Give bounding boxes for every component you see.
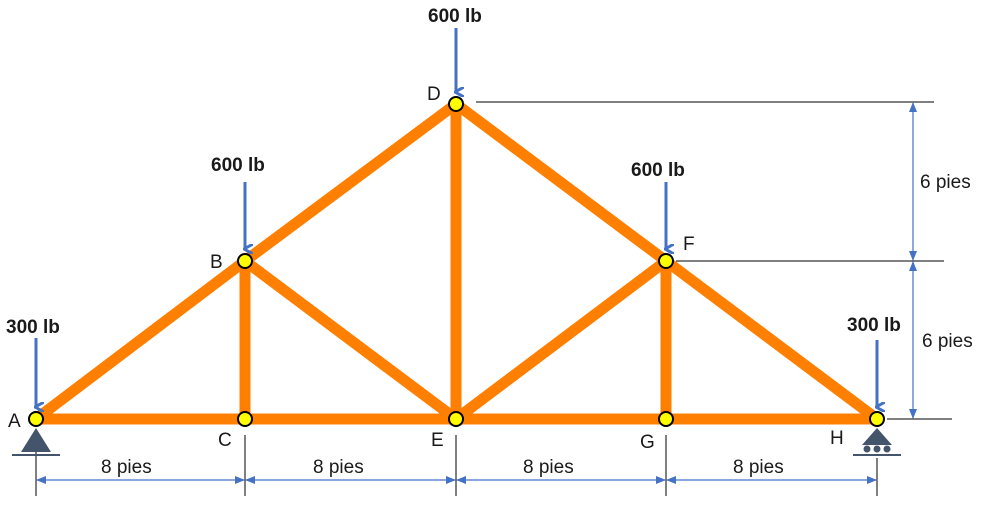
node-label-g: G [640,432,655,453]
roller-wheel [863,445,871,453]
joint-h [869,411,885,427]
reference-lines [35,101,952,496]
truss-joints [28,96,885,427]
truss-members [30,98,883,425]
dimension-arrows [36,102,917,484]
node-label-a: A [8,411,21,432]
joint-f [658,253,674,269]
dim-label-height-upper: 6 pies [920,172,971,193]
node-label-c: C [218,430,232,451]
node-label-e: E [431,430,444,451]
roller-support [853,428,901,456]
dim-label-span-3: 8 pies [523,457,574,478]
node-label-h: H [830,428,844,449]
node-label-b: B [210,252,223,273]
dimension-labels: 8 pies 8 pies 8 pies 8 pies 6 pies 6 pie… [101,172,973,478]
load-label-a: 300 lb [6,317,60,338]
dim-label-height-lower: 6 pies [922,331,973,352]
member-be [239,255,462,425]
roller-wheel [883,445,891,453]
load-label-h: 300 lb [847,315,901,336]
load-label-d: 600 lb [428,6,482,27]
joint-g [658,411,674,427]
joint-c [237,411,253,427]
joint-a [28,411,44,427]
member-df [450,98,672,267]
load-label-b: 600 lb [211,155,265,176]
joint-d [448,96,464,112]
roller-support-triangle [862,428,892,445]
node-label-f: F [683,234,695,255]
member-fh [660,255,883,425]
roller-wheel [873,445,881,453]
joint-e [448,411,464,427]
dim-label-span-1: 8 pies [101,457,152,478]
member-bd [239,98,462,267]
load-arrows [36,28,877,407]
pin-support [12,428,60,456]
node-label-d: D [427,84,441,105]
node-labels: A B C D E F G H [8,84,844,453]
member-ab [30,255,251,425]
load-labels: 300 lb 600 lb 600 lb 600 lb 300 lb [6,6,901,338]
load-label-f: 600 lb [631,160,685,181]
dim-label-span-4: 8 pies [733,457,784,478]
joint-b [237,253,253,269]
dim-label-span-2: 8 pies [313,457,364,478]
pin-support-triangle [21,428,51,452]
member-ef [450,255,672,425]
